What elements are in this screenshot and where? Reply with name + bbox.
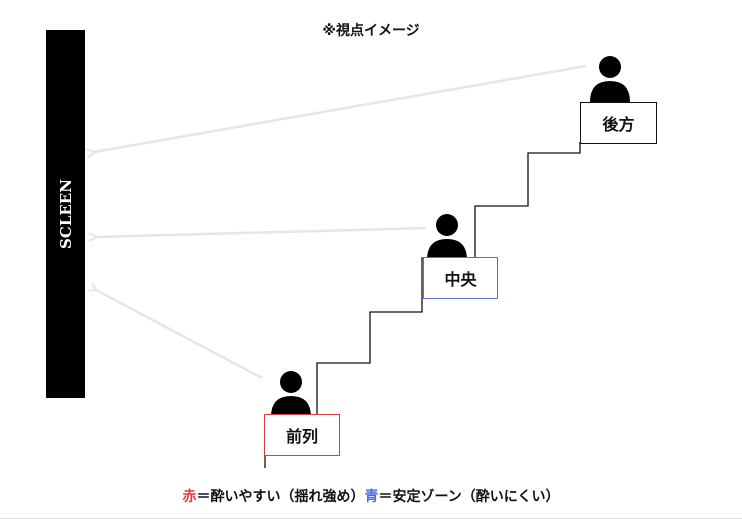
sightline-rear (94, 64, 587, 152)
divider (0, 518, 742, 519)
sightline-middle (96, 226, 427, 237)
seat-middle-label: 中央 (444, 270, 477, 289)
person-icon (271, 371, 311, 417)
seat-front-label: 前列 (285, 427, 318, 446)
legend-red-key: 赤 (182, 489, 197, 505)
diagram-title: ※視点イメージ (322, 23, 420, 39)
sightline-front (96, 290, 263, 380)
legend-blue-desc: ＝安定ゾーン（酔いにくい） (378, 489, 560, 505)
person-icon (590, 56, 630, 102)
seat-middle: 中央 (423, 257, 498, 299)
seat-rear-label: 後方 (602, 115, 635, 134)
legend: 赤＝酔いやすい（揺れ強め）青＝安定ゾーン（酔いにくい） (0, 486, 742, 506)
legend-blue-key: 青 (364, 489, 379, 505)
seat-rear: 後方 (580, 102, 657, 144)
seat-front: 前列 (264, 414, 340, 456)
legend-red-desc: ＝酔いやすい（揺れ強め） (196, 489, 365, 505)
person-icon (427, 214, 467, 260)
screen: SCLEEN (46, 30, 85, 398)
